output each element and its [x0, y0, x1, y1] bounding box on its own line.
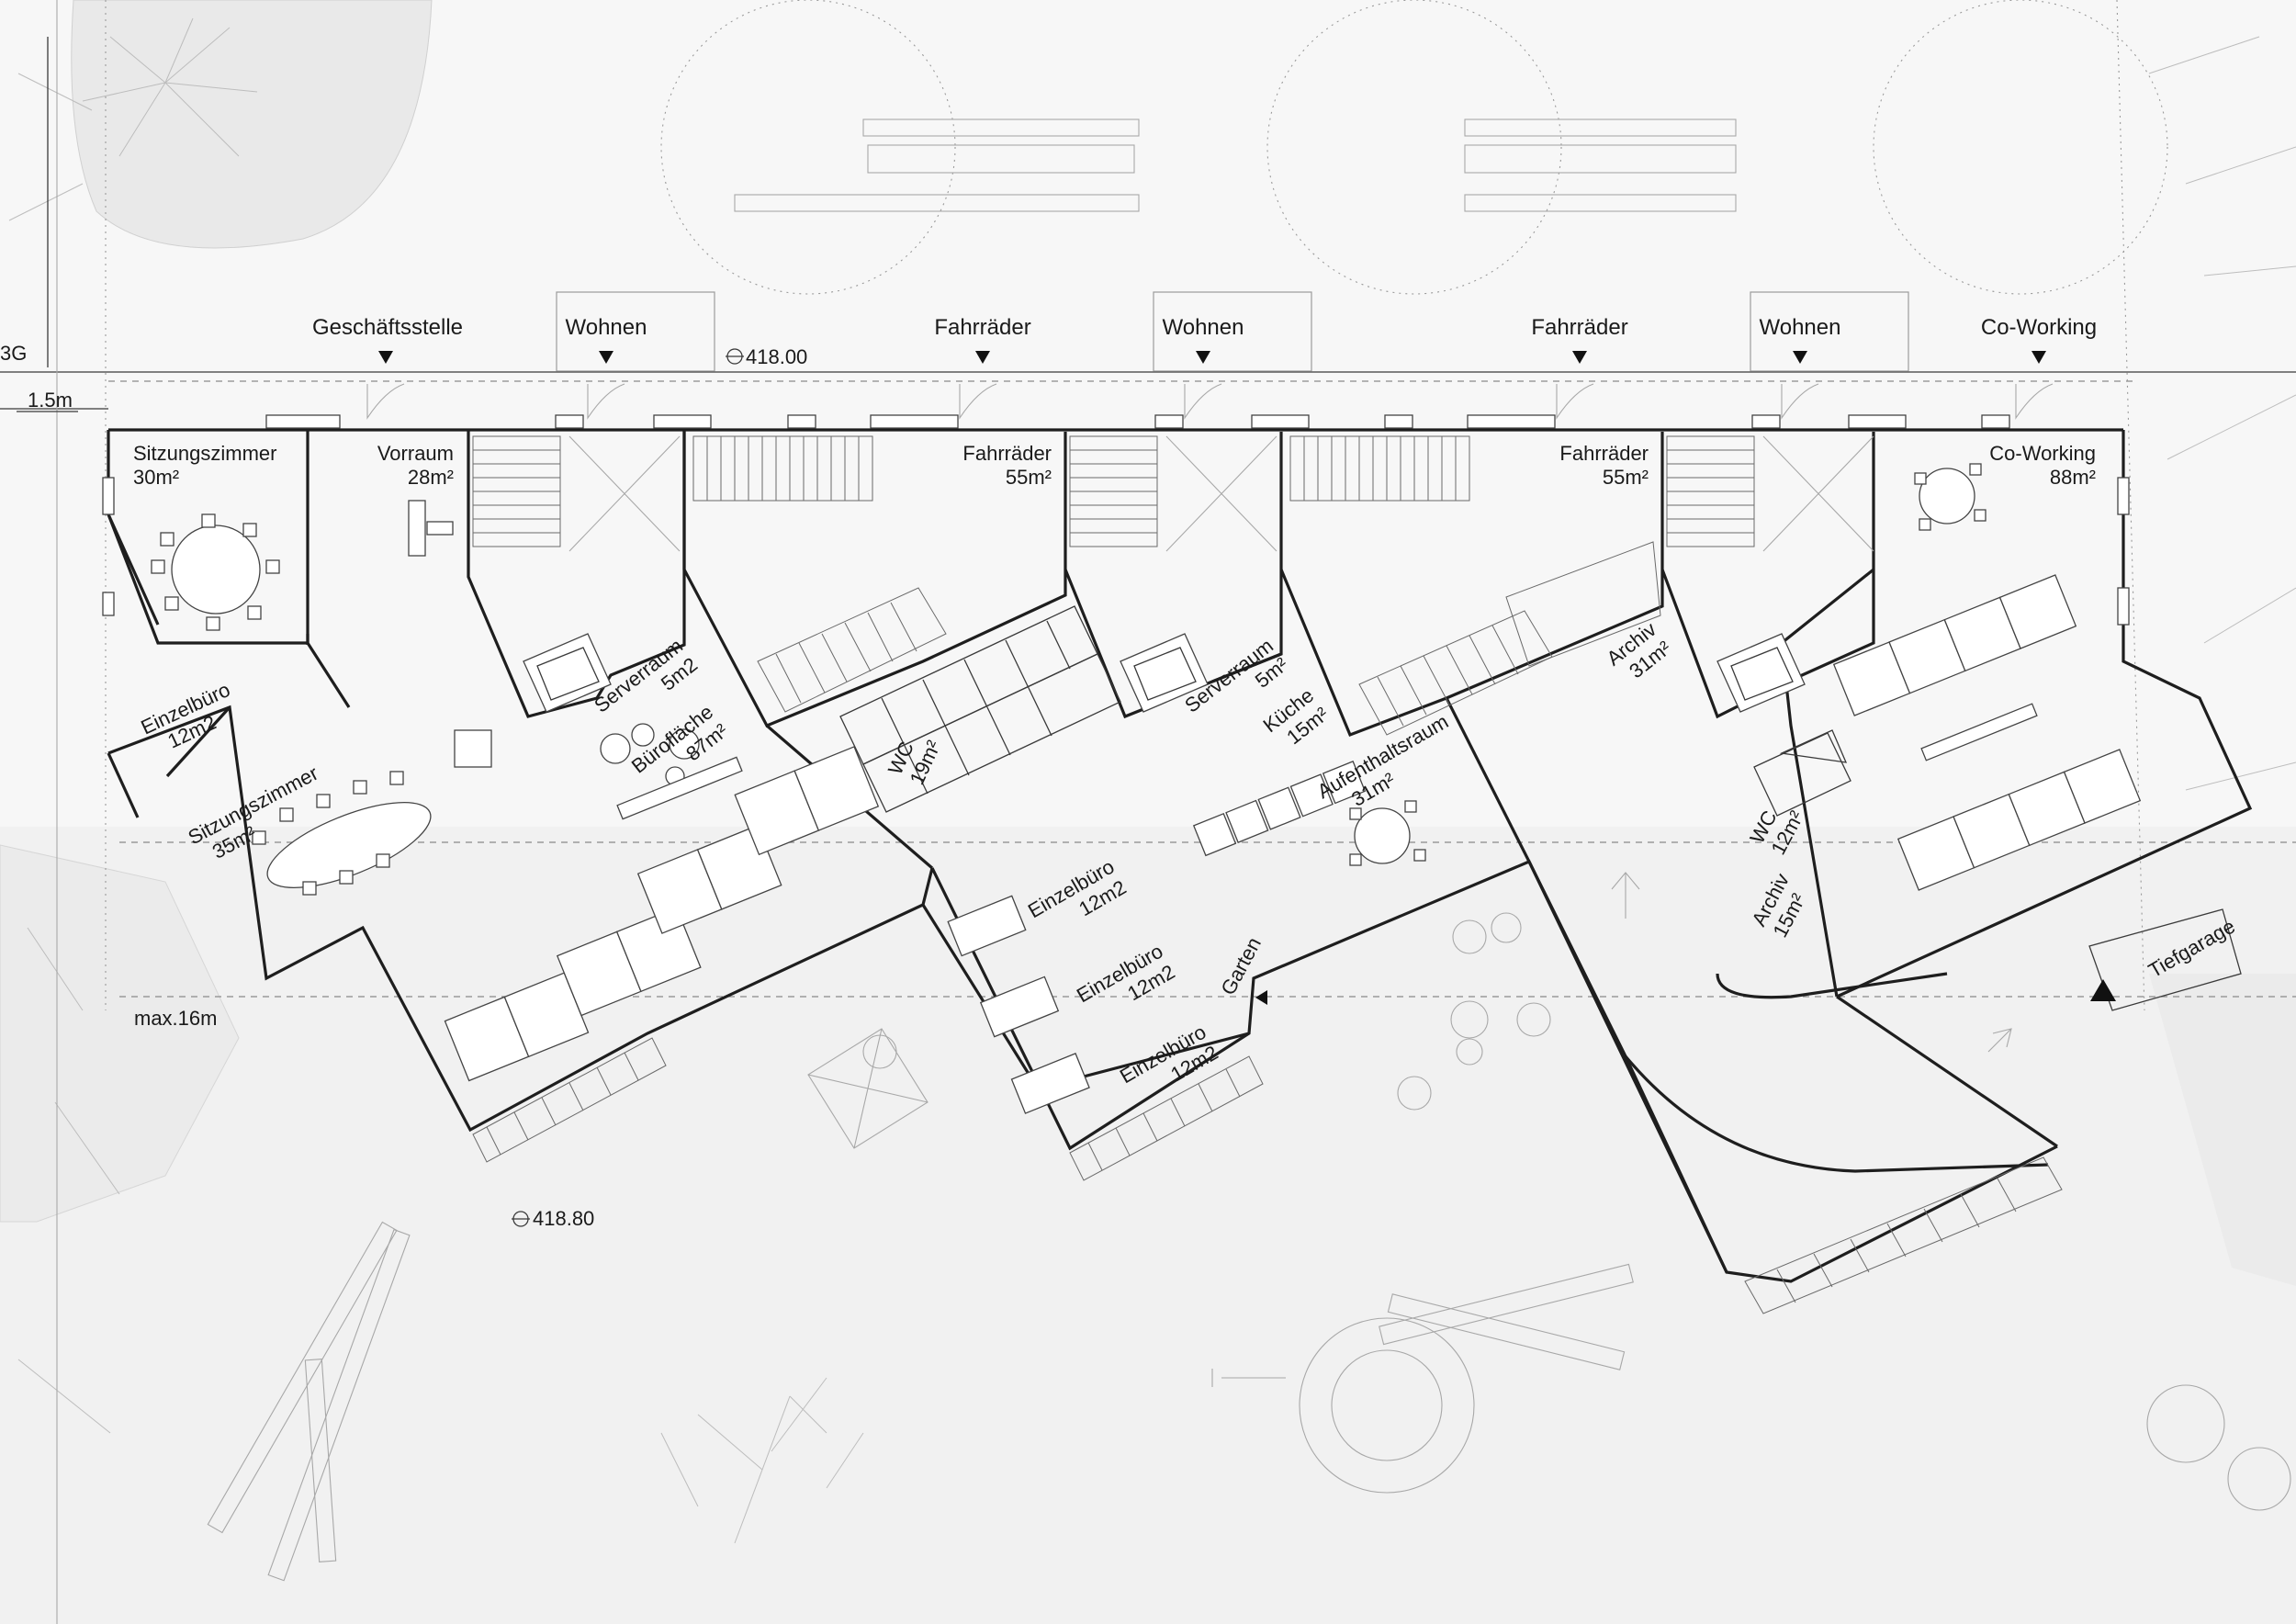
- room-name: Fahrräder: [962, 442, 1052, 465]
- edge-cut-label: 3G: [0, 342, 27, 365]
- window-marks: [102, 414, 2130, 626]
- street-level: 418.00: [746, 345, 807, 368]
- stairs: [472, 435, 1874, 736]
- markers: [378, 351, 2116, 1005]
- door-swings: [366, 383, 2054, 420]
- building-walls: [107, 428, 2253, 1283]
- room-area: 30m²: [133, 466, 179, 489]
- furniture: [151, 463, 2142, 1114]
- cores: [523, 633, 1806, 713]
- entrance-vestibules: [556, 291, 1909, 372]
- room-name: Co-Working: [1989, 442, 2096, 465]
- room-area: 55m²: [1603, 466, 1649, 489]
- setback-dimension: 1.5m: [28, 389, 73, 412]
- entrance-label: Wohnen: [1163, 315, 1244, 340]
- entrance-label: Wohnen: [566, 315, 647, 340]
- max-height-label: max.16m: [134, 1007, 217, 1030]
- room-name: Sitzungszimmer: [133, 442, 276, 465]
- room-name: Vorraum: [377, 442, 454, 465]
- entrance-label: Fahrräder: [1531, 315, 1627, 340]
- room-name: Fahrräder: [1559, 442, 1649, 465]
- room-area: 28m²: [408, 466, 454, 489]
- entrance-label: Co-Working: [1981, 315, 2097, 340]
- entrance-label: Fahrräder: [934, 315, 1030, 340]
- entrance-label: Geschäftsstelle: [312, 315, 463, 340]
- wc-cubicles: [839, 605, 1851, 817]
- entrance-label: Wohnen: [1760, 315, 1841, 340]
- garden-level: 418.80: [533, 1207, 594, 1230]
- terrace-steps: [472, 1037, 2063, 1314]
- room-area: 88m²: [2050, 466, 2096, 489]
- room-area: 55m²: [1006, 466, 1052, 489]
